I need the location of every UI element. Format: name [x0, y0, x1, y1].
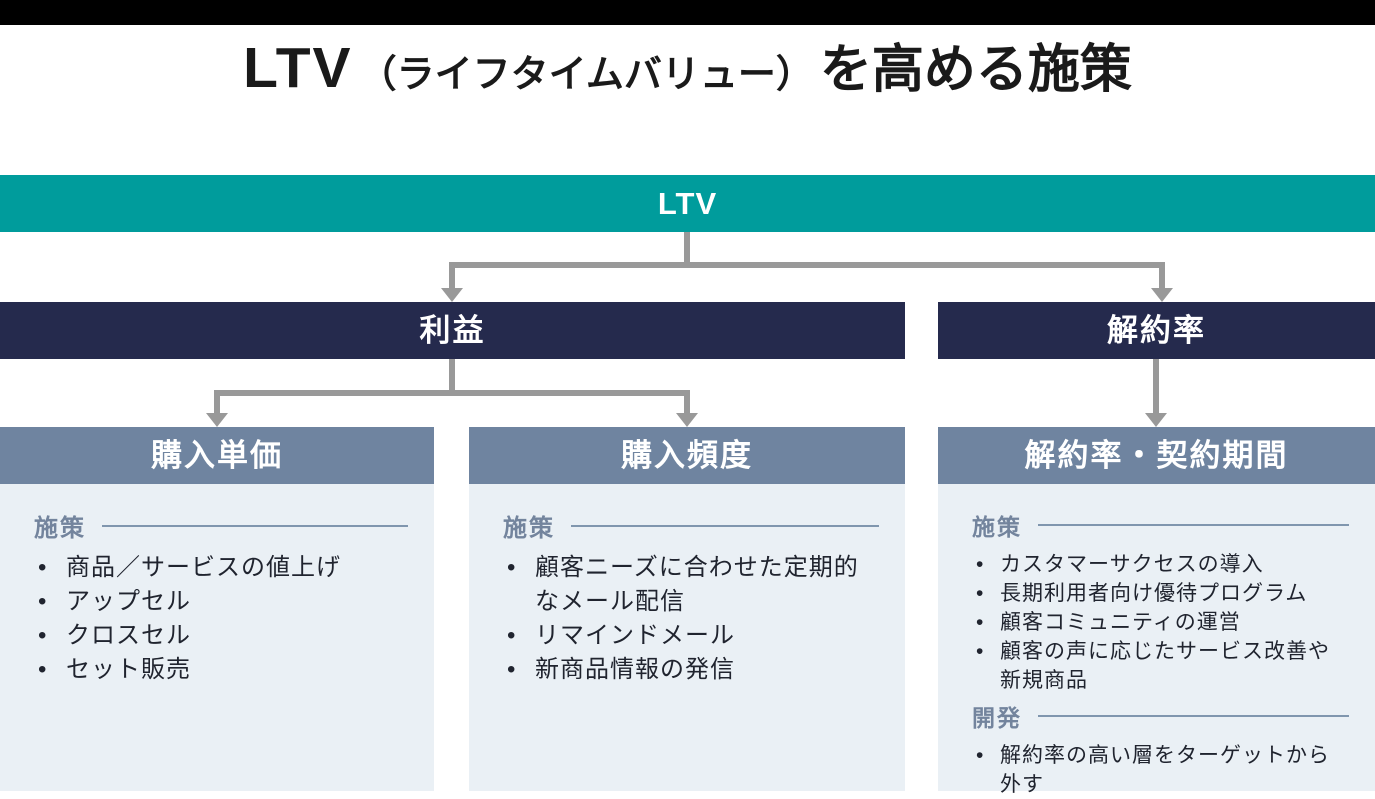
connector-root-horizontal	[449, 262, 1165, 268]
bullet-icon: •	[38, 554, 47, 581]
list-item: • クロスセル	[34, 619, 408, 653]
bullet-icon: •	[38, 622, 47, 649]
column-header-churn-contract: 解約率・契約期間	[938, 427, 1375, 484]
section-label: 施策	[503, 515, 555, 542]
bullet-icon: •	[38, 656, 47, 683]
title-paren: （ライフタイムバリュー）	[358, 54, 814, 96]
section-rule-line	[102, 524, 408, 527]
bullet-icon: •	[507, 622, 516, 649]
connector-profit-stem	[449, 359, 455, 393]
list-item-text: 顧客コミュニティの運営	[1000, 611, 1241, 634]
connector-profit-drop-left	[214, 390, 220, 414]
column-panel-purchase-price: 施策 • 商品／サービスの値上げ • アップセル • クロスセル • セット販売	[0, 484, 434, 791]
list-item: • 解約率の高い層をターゲットから外す	[972, 741, 1349, 799]
list-item-text: 新商品情報の発信	[535, 656, 735, 683]
connector-root-stem	[684, 232, 690, 265]
list-item-text: 顧客の声に応じたサービス改善や新規商品	[1000, 640, 1330, 692]
arrow-down-icon	[1151, 288, 1173, 302]
column-panel-churn-contract: 施策 • カスタマーサクセスの導入 • 長期利用者向け優待プログラム • 顧客コミュニティの…	[938, 484, 1375, 796]
list-item-text: リマインドメール	[535, 622, 735, 649]
list-item-text: 解約率の高い層をターゲットから外す	[1000, 744, 1330, 796]
bullet-icon: •	[38, 588, 47, 615]
list-item: • セット販売	[34, 653, 408, 687]
connector-churn-stem	[1153, 359, 1159, 414]
node-churn-banner: 解約率	[938, 302, 1375, 359]
connector-root-drop-left	[449, 262, 455, 289]
list-item: • 顧客コミュニティの運営	[972, 608, 1349, 637]
list-item-text: クロスセル	[66, 622, 191, 649]
bullet-icon: •	[976, 611, 984, 634]
column-panel-purchase-frequency: 施策 • 顧客ニーズに合わせた定期的なメール配信 • リマインドメール • 新商品情報の発信	[469, 484, 905, 791]
arrow-down-icon	[1145, 413, 1167, 427]
connector-profit-horizontal	[214, 390, 690, 396]
list-item: • カスタマーサクセスの導入	[972, 550, 1349, 579]
list-item-text: カスタマーサクセスの導入	[1000, 553, 1264, 576]
arrow-down-icon	[676, 413, 698, 427]
list-item-text: アップセル	[66, 588, 191, 615]
node-profit-banner: 利益	[0, 302, 905, 359]
bullet-icon: •	[507, 656, 516, 683]
arrow-down-icon	[441, 288, 463, 302]
bullet-icon: •	[976, 744, 984, 767]
list-item: • 新商品情報の発信	[503, 653, 879, 687]
section-head: 施策	[34, 508, 408, 543]
title-main: LTV	[243, 36, 353, 100]
section-rule-line	[1038, 524, 1349, 526]
section-head: 開発	[972, 699, 1349, 733]
section-label: 施策	[34, 515, 86, 542]
section-rule-line	[571, 524, 879, 527]
section-head: 施策	[503, 508, 879, 543]
connector-profit-drop-right	[684, 390, 690, 414]
list-item: • 長期利用者向け優待プログラム	[972, 579, 1349, 608]
top-black-bar	[0, 0, 1375, 25]
connector-root-drop-right	[1159, 262, 1165, 289]
list-item: • リマインドメール	[503, 619, 879, 653]
list-item-text: セット販売	[66, 656, 191, 683]
list-item: • 顧客ニーズに合わせた定期的なメール配信	[503, 551, 879, 619]
bullet-icon: •	[976, 582, 984, 605]
arrow-down-icon	[206, 413, 228, 427]
bullet-icon: •	[976, 640, 984, 663]
section-rule-line	[1038, 715, 1349, 717]
list-item-text: 商品／サービスの値上げ	[66, 554, 341, 581]
bullet-icon: •	[976, 553, 984, 576]
section-label: 開発	[972, 705, 1022, 731]
column-header-purchase-price: 購入単価	[0, 427, 434, 484]
section-label: 施策	[972, 514, 1022, 540]
node-ltv-banner: LTV	[0, 175, 1375, 232]
column-header-purchase-frequency: 購入頻度	[469, 427, 905, 484]
list-item: • 顧客の声に応じたサービス改善や新規商品	[972, 637, 1349, 695]
bullet-icon: •	[507, 554, 516, 581]
list-item: • アップセル	[34, 585, 408, 619]
list-item-text: 長期利用者向け優待プログラム	[1000, 582, 1308, 605]
list-item-text: 顧客ニーズに合わせた定期的なメール配信	[535, 554, 859, 615]
list-item: • 商品／サービスの値上げ	[34, 551, 408, 585]
page-title: LTV（ライフタイムバリュー）を高める施策	[0, 28, 1375, 108]
section-head: 施策	[972, 508, 1349, 542]
title-rest: を高める施策	[819, 41, 1132, 99]
